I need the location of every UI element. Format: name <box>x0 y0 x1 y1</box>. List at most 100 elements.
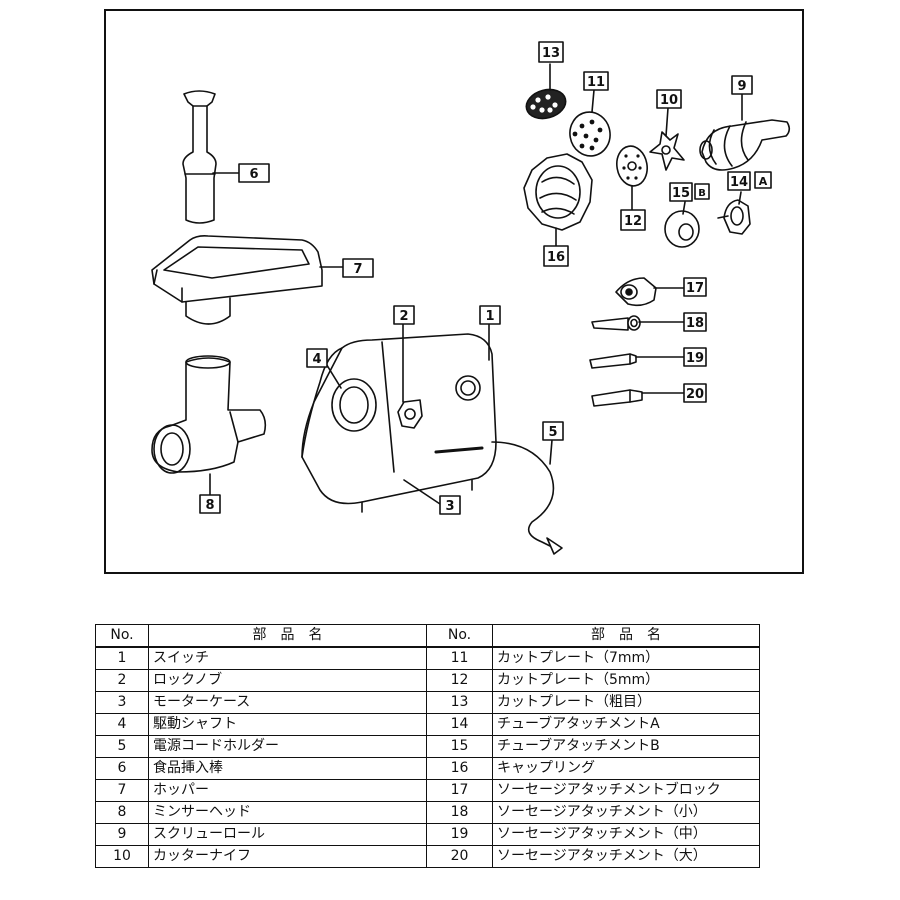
label-box-14-suffix <box>754 171 772 189</box>
part-name: チューブアタッチメントB <box>492 735 760 758</box>
label-box-13 <box>538 41 564 63</box>
label-box-15 <box>669 182 693 202</box>
label-12: 12 <box>624 214 642 229</box>
part-number: 14 <box>426 713 493 736</box>
part-name: カットプレート（5mm） <box>492 669 760 692</box>
label-box-16 <box>543 245 569 267</box>
part-number: 13 <box>426 691 493 714</box>
part-name: キャップリング <box>492 757 760 780</box>
label-2: 2 <box>399 309 408 324</box>
label-box-6 <box>238 163 270 183</box>
part-number: 3 <box>95 691 149 714</box>
part-name: カットプレート（7mm） <box>492 646 760 670</box>
header-no-right: No. <box>426 624 493 648</box>
part-number: 9 <box>95 823 149 846</box>
leader-line-14 <box>738 191 742 205</box>
mincer-head-illustration <box>151 355 267 474</box>
leader-line-15 <box>682 201 686 215</box>
label-box-1 <box>479 305 501 325</box>
label-8: 8 <box>205 498 214 513</box>
part-number: 16 <box>426 757 493 780</box>
part-name: 駆動シャフト <box>148 713 427 736</box>
label-7: 7 <box>353 262 362 277</box>
cut-plate-5mm-illustration <box>616 145 648 187</box>
header-name-left: 部 品 名 <box>148 624 427 648</box>
label-18: 18 <box>686 316 704 331</box>
label-19: 19 <box>686 351 704 366</box>
part-number: 15 <box>426 735 493 758</box>
label-20: 20 <box>686 387 704 402</box>
label-17: 17 <box>686 281 704 296</box>
motor-unit-illustration <box>301 333 563 555</box>
part-name: チューブアタッチメントA <box>492 713 760 736</box>
label-15-suffix: B <box>698 188 706 199</box>
sausage-block-illustration <box>615 277 657 307</box>
part-name: ソーセージアタッチメント（小） <box>492 801 760 824</box>
label-box-5 <box>542 421 564 441</box>
part-name: カットプレート（粗目） <box>492 691 760 714</box>
cut-plate-7mm-illustration <box>569 111 611 157</box>
cut-plate-coarse-illustration <box>525 88 567 120</box>
part-name: モーターケース <box>148 691 427 714</box>
cap-ring-illustration <box>523 153 593 231</box>
part-number: 4 <box>95 713 149 736</box>
part-number: 7 <box>95 779 149 802</box>
table-header-row: No. 部 品 名 No. 部 品 名 <box>95 624 760 648</box>
hopper-illustration <box>151 235 323 325</box>
label-box-20 <box>683 383 707 403</box>
part-number: 19 <box>426 823 493 846</box>
label-box-10 <box>656 89 682 109</box>
label-box-12 <box>620 209 646 231</box>
label-11: 11 <box>587 75 605 90</box>
part-name: カッターナイフ <box>148 845 427 868</box>
label-9: 9 <box>737 79 746 94</box>
label-6: 6 <box>249 167 258 182</box>
part-name: スクリューロール <box>148 823 427 846</box>
sausage-small-illustration <box>591 315 641 331</box>
part-number: 10 <box>95 845 149 868</box>
leader-line-5 <box>549 439 553 465</box>
part-name: ホッパー <box>148 779 427 802</box>
tube-attachment-b-illustration <box>664 210 700 248</box>
part-name: ソーセージアタッチメントブロック <box>492 779 760 802</box>
label-box-18 <box>683 312 707 332</box>
leader-line-11 <box>591 89 595 113</box>
label-box-19 <box>683 347 707 367</box>
part-name: ソーセージアタッチメント（中） <box>492 823 760 846</box>
header-no-left: No. <box>95 624 149 648</box>
leader-line-10 <box>665 107 669 137</box>
label-3: 3 <box>445 499 454 514</box>
part-name: 電源コードホルダー <box>148 735 427 758</box>
part-name: ミンサーヘッド <box>148 801 427 824</box>
part-number: 6 <box>95 757 149 780</box>
label-box-7 <box>342 258 374 278</box>
cutter-knife-illustration <box>649 131 685 171</box>
food-pusher-illustration <box>182 90 217 224</box>
part-number: 18 <box>426 801 493 824</box>
label-box-9 <box>731 75 753 95</box>
part-name: 食品挿入棒 <box>148 757 427 780</box>
leader-line-3 <box>403 479 441 505</box>
label-1: 1 <box>485 309 494 324</box>
part-name: ロックノブ <box>148 669 427 692</box>
label-13: 13 <box>542 46 560 61</box>
label-15: 15 <box>672 186 690 201</box>
part-number: 2 <box>95 669 149 692</box>
label-10: 10 <box>660 93 678 108</box>
part-number: 20 <box>426 845 493 868</box>
part-number: 8 <box>95 801 149 824</box>
label-box-14 <box>727 171 751 191</box>
tube-attachment-a-illustration <box>717 199 751 235</box>
label-14-suffix: A <box>759 175 768 188</box>
